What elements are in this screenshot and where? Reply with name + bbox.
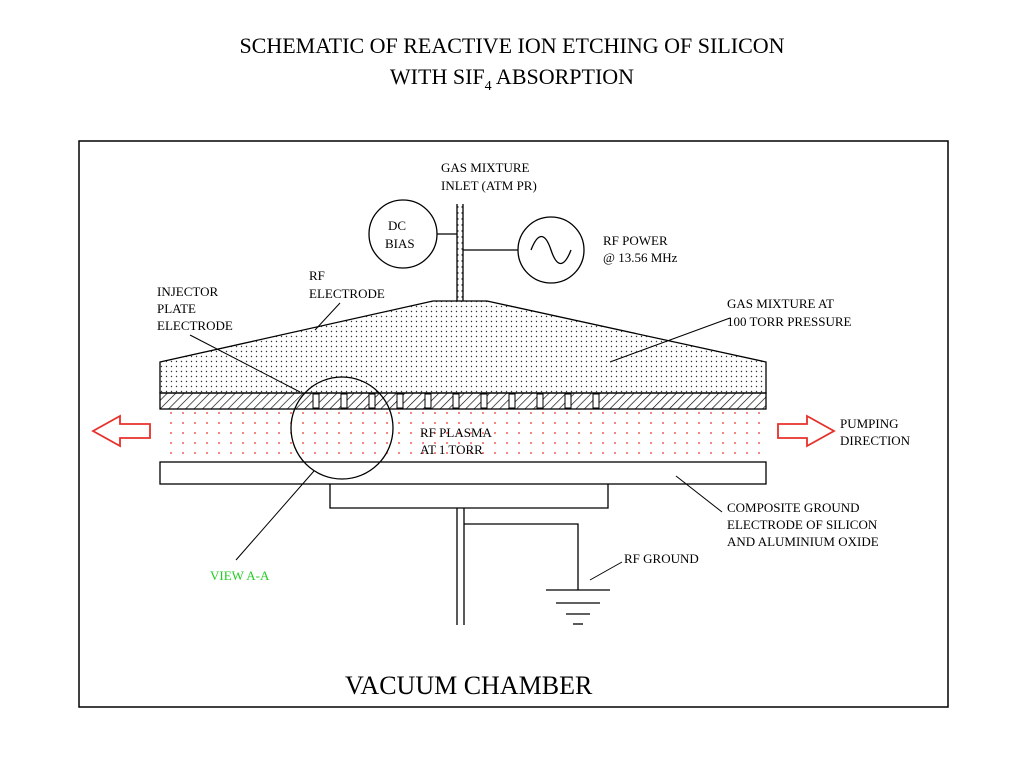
injector-label-3: ELECTRODE xyxy=(157,318,233,333)
ground-electrode-label-1: COMPOSITE GROUND xyxy=(727,500,860,515)
gas-inlet-pipe xyxy=(456,204,464,301)
svg-text:BIAS: BIAS xyxy=(385,236,415,251)
view-a-a-label: VIEW A-A xyxy=(210,568,270,583)
pedestal xyxy=(329,484,609,509)
rf-ground-label: RF GROUND xyxy=(624,551,699,566)
gas-pressure-label-2: 100 TORR PRESSURE xyxy=(727,314,852,329)
pumping-label-2: DIRECTION xyxy=(840,433,911,448)
rf-electrode-body xyxy=(159,300,767,394)
svg-text:@ 13.56 MHz: @ 13.56 MHz xyxy=(603,250,678,265)
ground-electrode-label-2: ELECTRODE OF SILICON xyxy=(727,517,878,532)
gas-inlet-label-1: GAS MIXTURE xyxy=(441,160,530,175)
dc-bias-source: DC BIAS xyxy=(368,199,457,269)
ground-electrode xyxy=(159,461,767,485)
injector-plate xyxy=(159,392,767,410)
svg-text:RF POWER: RF POWER xyxy=(603,233,668,248)
pumping-arrow-left xyxy=(91,414,151,448)
title-line-1: SCHEMATIC OF REACTIVE ION ETCHING OF SIL… xyxy=(239,33,785,58)
svg-text:DC: DC xyxy=(388,218,406,233)
title-line-2: WITH SIF4 ABSORPTION xyxy=(389,64,635,94)
gas-inlet-label-2: INLET (ATM PR) xyxy=(441,178,537,193)
pumping-label-1: PUMPING xyxy=(840,416,899,431)
injector-label-1: INJECTOR xyxy=(157,284,218,299)
view-a-a-circle xyxy=(290,376,394,480)
rf-power-source: RF POWER @ 13.56 MHz xyxy=(463,216,678,284)
vacuum-chamber-label: VACUUM CHAMBER xyxy=(345,671,593,700)
plasma-label-2: AT 1 TORR xyxy=(420,442,483,457)
ground-electrode-label-3: AND ALUMINIUM OXIDE xyxy=(727,534,879,549)
gas-pressure-label-1: GAS MIXTURE AT xyxy=(727,296,834,311)
injector-label-2: PLATE xyxy=(157,301,196,316)
pumping-arrow-right xyxy=(777,414,836,448)
rf-plasma-region xyxy=(160,412,766,460)
rf-electrode-label-1: RF xyxy=(309,268,325,283)
plasma-label-1: RF PLASMA xyxy=(420,425,492,440)
ground-icon xyxy=(546,589,610,625)
vacuum-chamber-frame xyxy=(78,140,949,708)
rf-electrode-label-2: ELECTRODE xyxy=(309,286,385,301)
